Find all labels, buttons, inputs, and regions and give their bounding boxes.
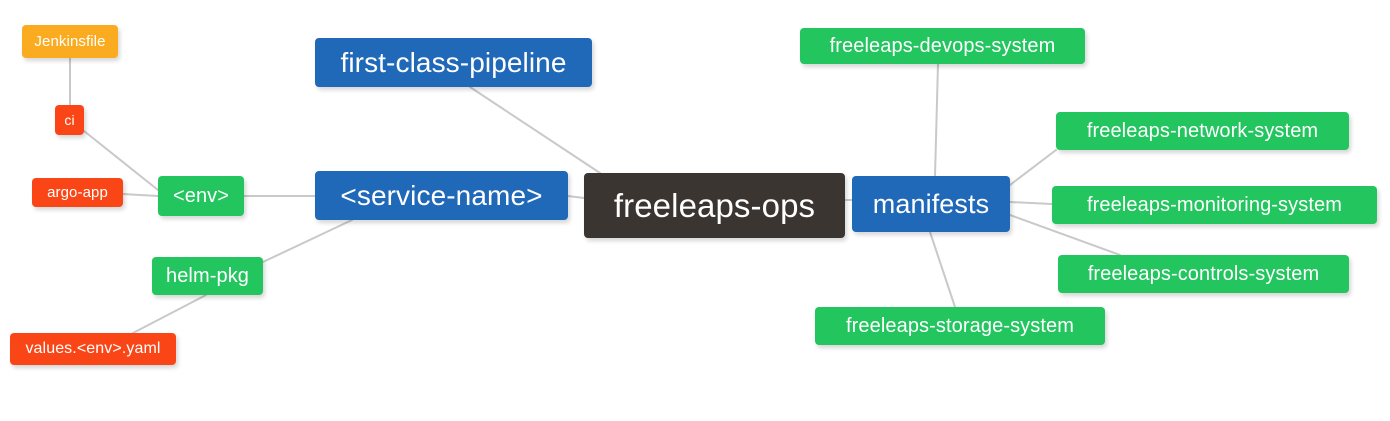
edge-argo-app-to-env	[122, 193, 159, 197]
mindmap-node-label-freeleaps-devops-system: freeleaps-devops-system	[829, 35, 1056, 57]
mindmap-node-freeleaps-network-system[interactable]: freeleaps-network-system	[1056, 112, 1349, 150]
mindmap-node-label-helm-pkg: helm-pkg	[165, 265, 250, 287]
mindmap-node-label-ci: ci	[64, 112, 75, 128]
mindmap-node-service-name[interactable]: <service-name>	[315, 171, 568, 220]
mindmap-node-freeleaps-ops[interactable]: freeleaps-ops	[584, 173, 845, 238]
mindmap-node-label-service-name: <service-name>	[340, 179, 543, 211]
edge-manifests-to-freeleaps-devops-system	[934, 63, 939, 177]
mindmap-node-label-freeleaps-controls-system: freeleaps-controls-system	[1087, 263, 1320, 285]
edge-manifests-to-freeleaps-monitoring-system	[1009, 201, 1053, 205]
mindmap-node-label-freeleaps-monitoring-system: freeleaps-monitoring-system	[1086, 194, 1342, 216]
mindmap-node-freeleaps-devops-system[interactable]: freeleaps-devops-system	[800, 28, 1085, 64]
mindmap-node-ci[interactable]: ci	[55, 105, 84, 135]
mindmap-node-jenkinsfile[interactable]: Jenkinsfile	[22, 25, 118, 58]
edge-manifests-to-freeleaps-storage-system	[929, 231, 956, 308]
mindmap-node-label-freeleaps-storage-system: freeleaps-storage-system	[845, 315, 1075, 337]
mindmap-node-freeleaps-controls-system[interactable]: freeleaps-controls-system	[1058, 255, 1349, 293]
mindmap-node-label-jenkinsfile: Jenkinsfile	[34, 33, 106, 50]
mindmap-node-label-freeleaps-ops: freeleaps-ops	[613, 187, 816, 224]
mindmap-node-freeleaps-storage-system[interactable]: freeleaps-storage-system	[815, 307, 1105, 345]
mindmap-node-first-class-pipeline[interactable]: first-class-pipeline	[315, 38, 592, 87]
mindmap-node-env[interactable]: <env>	[158, 176, 244, 216]
edge-manifests-to-freeleaps-network-system	[1009, 149, 1057, 186]
mindmap-node-label-manifests: manifests	[872, 188, 990, 219]
mindmap-node-helm-pkg[interactable]: helm-pkg	[152, 257, 263, 295]
edge-values-env-yaml-to-helm-pkg	[132, 294, 207, 334]
mindmap-node-label-argo-app: argo-app	[47, 184, 108, 201]
mindmap-node-label-values-env-yaml: values.<env>.yaml	[25, 340, 161, 357]
mindmap-node-label-first-class-pipeline: first-class-pipeline	[340, 46, 567, 78]
mindmap-node-label-env: <env>	[172, 185, 230, 207]
mindmap-node-label-freeleaps-network-system: freeleaps-network-system	[1086, 120, 1319, 142]
mindmap-node-freeleaps-monitoring-system[interactable]: freeleaps-monitoring-system	[1052, 186, 1377, 224]
edge-helm-pkg-to-service-name	[262, 219, 353, 263]
mindmap-node-manifests[interactable]: manifests	[852, 176, 1010, 232]
edge-service-name-to-freeleaps-ops	[567, 195, 585, 199]
edge-first-class-pipeline-to-freeleaps-ops	[469, 86, 601, 174]
mindmap-node-argo-app[interactable]: argo-app	[32, 178, 123, 207]
mindmap-node-values-env-yaml[interactable]: values.<env>.yaml	[10, 333, 176, 365]
